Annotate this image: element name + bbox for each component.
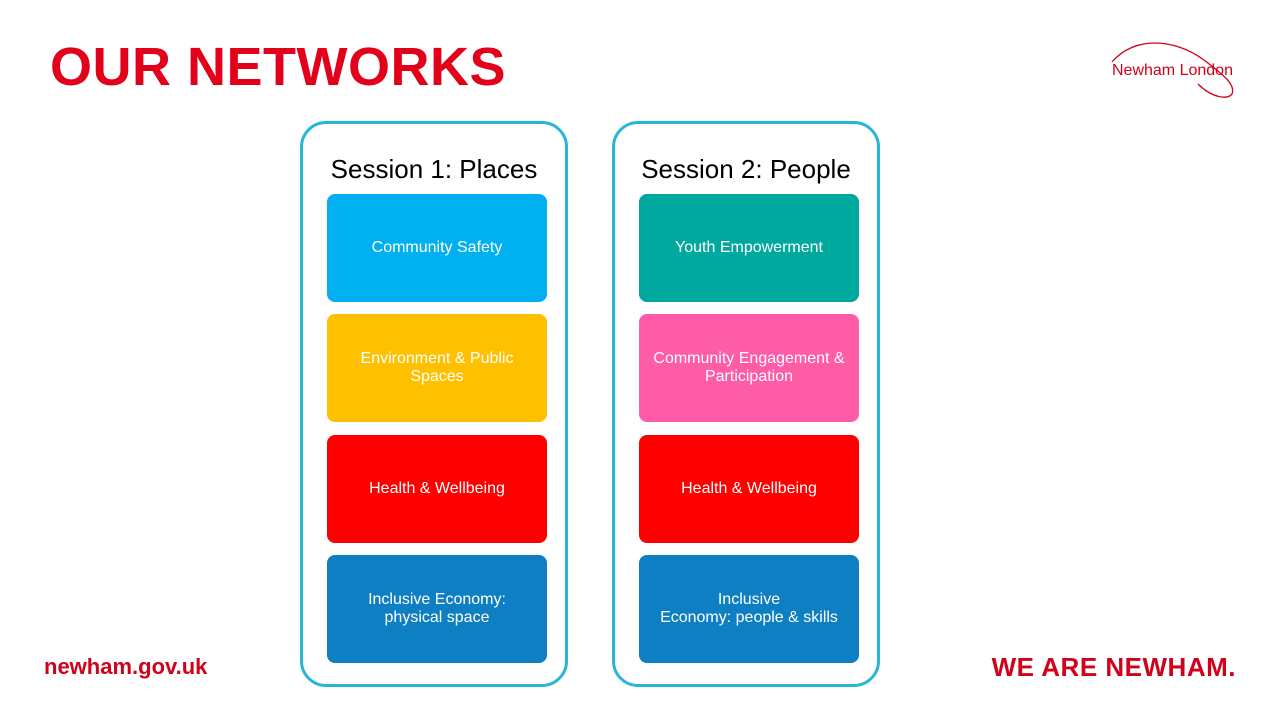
network-card-inclusive-economy-physical-space: Inclusive Economy: physical space (327, 555, 547, 663)
session-2-title: Session 2: People (641, 154, 851, 184)
page-title: OUR NETWORKS (50, 37, 506, 97)
network-card-youth-empowerment: Youth Empowerment (639, 194, 859, 302)
website-link: newham.gov.uk (44, 654, 208, 679)
slogan: WE ARE NEWHAM. (991, 652, 1236, 682)
network-card-health-wellbeing: Health & Wellbeing (327, 435, 547, 543)
newham-london-logo: Newham London (1104, 40, 1244, 102)
network-card-inclusive-economy-people-skills: Inclusive Economy: people & skills (639, 555, 859, 663)
logo-swoosh-icon (1111, 42, 1234, 98)
logo-text: Newham London (1112, 62, 1233, 79)
session-1-panel: Session 1: Places Community Safety Envir… (300, 121, 568, 687)
network-card-health-wellbeing: Health & Wellbeing (639, 435, 859, 543)
session-2-panel: Session 2: People Youth Empowerment Comm… (612, 121, 880, 687)
session-1-title: Session 1: Places (330, 154, 538, 184)
network-card-community-engagement: Community Engagement & Participation (639, 314, 859, 422)
network-card-environment-public-spaces: Environment & Public Spaces (327, 314, 547, 422)
network-card-community-safety: Community Safety (327, 194, 547, 302)
